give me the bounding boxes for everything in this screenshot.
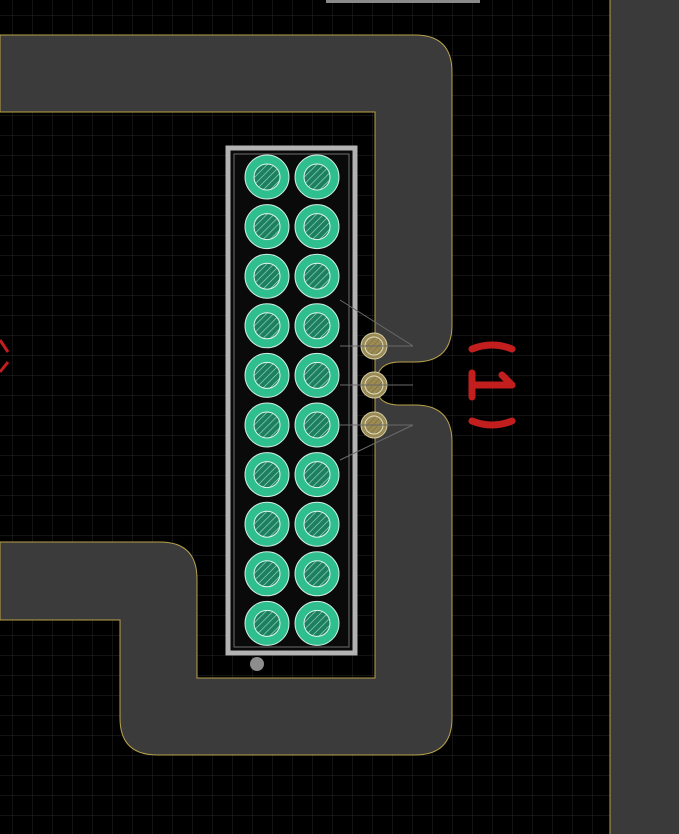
through-hole-pad[interactable] <box>294 154 340 200</box>
through-hole-pad[interactable] <box>294 551 340 597</box>
through-hole-pad[interactable] <box>294 452 340 498</box>
through-hole-pad[interactable] <box>244 204 290 250</box>
designator-one <box>468 369 516 401</box>
through-hole-pad[interactable] <box>244 352 290 398</box>
through-hole-pad[interactable] <box>244 303 290 349</box>
through-hole-pad[interactable] <box>244 452 290 498</box>
left-edge-marker <box>0 339 10 373</box>
copper-region-right[interactable] <box>610 0 679 834</box>
through-hole-pad[interactable] <box>294 303 340 349</box>
pin1-marker <box>250 657 264 671</box>
connector-footprint[interactable] <box>225 145 358 671</box>
through-hole-pad[interactable] <box>294 501 340 547</box>
through-hole-pad[interactable] <box>294 204 340 250</box>
through-hole-pad[interactable] <box>244 501 290 547</box>
designator-paren-left <box>468 341 516 353</box>
top-edge-object[interactable] <box>326 0 480 3</box>
designator-text[interactable] <box>468 341 516 429</box>
copper-pour-region[interactable] <box>0 34 453 756</box>
ratsnest-lines <box>339 299 414 461</box>
through-hole-pad[interactable] <box>244 551 290 597</box>
silkscreen-inner <box>233 153 350 648</box>
through-hole-pad[interactable] <box>294 402 340 448</box>
through-hole-pad[interactable] <box>294 352 340 398</box>
through-hole-pad[interactable] <box>294 600 340 646</box>
through-hole-pad[interactable] <box>244 600 290 646</box>
through-hole-pad[interactable] <box>244 154 290 200</box>
through-hole-pad[interactable] <box>244 253 290 299</box>
designator-paren-right <box>468 417 516 429</box>
through-hole-pad[interactable] <box>244 402 290 448</box>
through-hole-pad[interactable] <box>294 253 340 299</box>
